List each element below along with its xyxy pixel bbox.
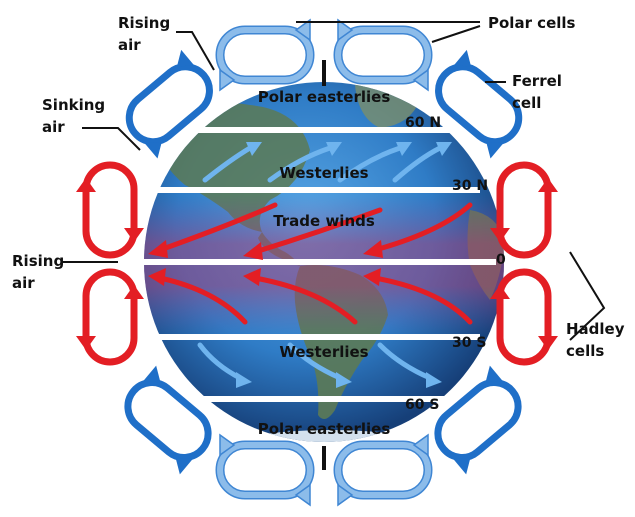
hadley-cell-loop-se — [490, 268, 558, 366]
globe — [118, 60, 504, 470]
westerlies-north-label: Westerlies — [279, 164, 368, 182]
westerlies-south-arrowheads — [236, 372, 442, 388]
ferrel-cells — [124, 49, 523, 475]
trade-wind-arrow — [372, 275, 473, 325]
westerly-arrow — [337, 145, 403, 183]
south-axis-tick — [322, 446, 326, 470]
rising-air-left-label-line1: Rising — [12, 252, 64, 270]
trade-wind-arrow — [157, 275, 248, 325]
ferrel-cell-loop-nw — [125, 49, 213, 159]
rising-air-top-label-line2: air — [118, 36, 141, 54]
westerly-arrow — [377, 342, 433, 381]
westerlies-south-arrows — [197, 342, 433, 381]
westerly-arrow — [392, 145, 443, 183]
rising-air-left-label-line2: air — [12, 274, 35, 292]
trade-winds-north-arrows — [157, 202, 473, 255]
trade-wind-arrow — [252, 207, 383, 255]
sinking-air-label-line2: air — [42, 118, 65, 136]
westerlies-north-arrows — [202, 145, 443, 183]
trade-winds-south-arrows — [157, 275, 473, 325]
polar-cells-label: Polar cells — [488, 14, 576, 32]
latitude-30n-label: 30 N — [452, 178, 488, 194]
polar-cell-loop — [333, 18, 433, 92]
trade-winds-south-arrowheads — [148, 268, 381, 286]
latitude-line-60n — [165, 127, 455, 133]
westerly-arrow — [267, 145, 333, 183]
polar-cell-loop — [333, 433, 433, 507]
westerly-arrow — [287, 342, 343, 381]
ferrel-cell-label-line2: cell — [512, 94, 541, 112]
north-axis-tick — [322, 60, 326, 86]
trade-winds-north-arrowheads — [148, 240, 383, 260]
polar-easterlies-south-label: Polar easterlies — [258, 420, 391, 438]
sinking-air-label-line1: Sinking — [42, 96, 105, 114]
westerlies-north-arrowheads — [246, 142, 452, 156]
ferrel-cell-loop-sw — [124, 365, 212, 475]
trade-wind-arrow — [372, 202, 473, 253]
polar-cell-loop — [215, 433, 315, 507]
latitude-60s-label: 60 S — [405, 397, 439, 413]
rising-air-top-label-line1: Rising — [118, 14, 170, 32]
polar-cells-north — [215, 18, 433, 92]
polar-cell-loop — [215, 18, 315, 92]
latitude-line-30n — [140, 187, 480, 193]
westerly-arrow — [197, 342, 243, 381]
ferrel-cell-loop-ne — [435, 49, 523, 159]
ferrel-cell-label-line1: Ferrel — [512, 72, 562, 90]
hadley-cell-loop-nw — [76, 161, 144, 259]
sinking-air-leader — [82, 127, 141, 151]
trade-winds-label: Trade winds — [273, 212, 375, 230]
latitude-60n-label: 60 N — [405, 115, 441, 131]
hadley-cells-leader — [569, 251, 606, 341]
westerly-arrow — [202, 145, 253, 183]
latitude-line-30s — [140, 334, 480, 340]
polar-easterlies-north-label: Polar easterlies — [258, 88, 391, 106]
trade-wind-arrow — [157, 202, 278, 253]
hadley-cells — [76, 161, 558, 366]
polar-cells-south — [215, 433, 433, 507]
ferrel-cell-loop-se — [434, 365, 522, 475]
latitude-line-60s — [180, 396, 450, 402]
trade-wind-arrow — [252, 275, 358, 325]
leader-lines — [62, 21, 606, 341]
hadley-cell-loop-ne — [490, 161, 558, 259]
latitude-0-label: 0 — [496, 252, 506, 268]
equator-line — [118, 259, 496, 265]
latitude-30s-label: 30 S — [452, 335, 486, 351]
hadley-cells-label-line1: Hadley — [566, 320, 625, 338]
hadley-cell-loop-sw — [76, 268, 144, 366]
rising-air-top-leader — [176, 31, 215, 71]
hadley-cells-label-line2: cells — [566, 342, 604, 360]
westerlies-south-label: Westerlies — [279, 343, 368, 361]
polar-cells-leader-diag — [431, 25, 481, 43]
